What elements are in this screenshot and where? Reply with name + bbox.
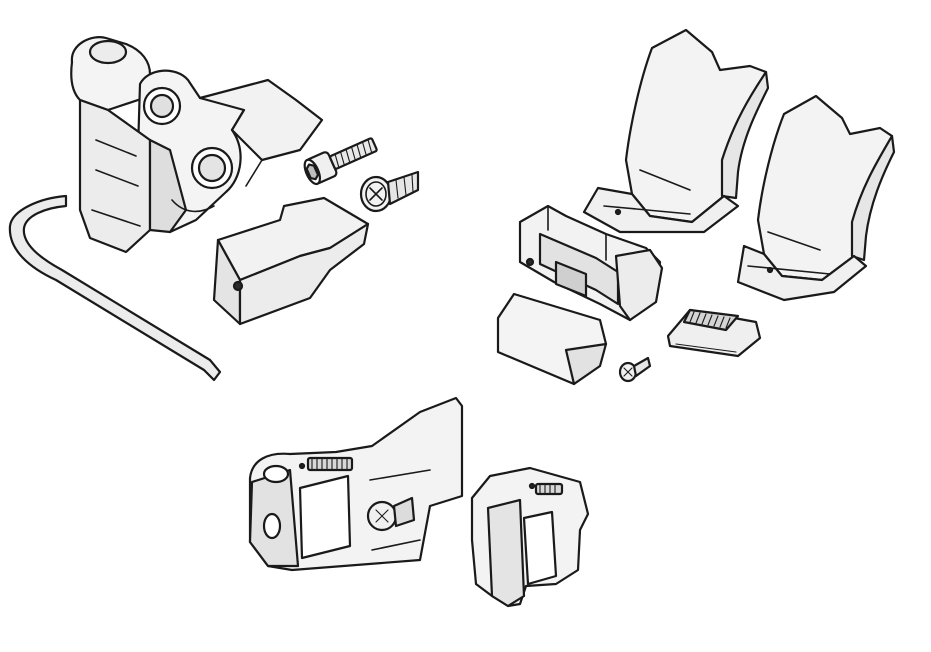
hex-socket-screw-icon <box>303 137 378 186</box>
ratchet-clip-icon <box>666 308 762 358</box>
strap-cradle-icon <box>582 28 770 234</box>
bracket-cap-icon <box>212 196 370 326</box>
hinge-bracket-icon <box>70 36 324 254</box>
hex-key-icon <box>8 194 222 382</box>
small-screw-icon <box>618 356 652 383</box>
ratchet-lever-icon <box>248 396 464 572</box>
lever-clip-icon <box>470 466 590 608</box>
phillips-screw-icon <box>359 170 420 213</box>
buckle-housing-icon <box>518 204 664 322</box>
strap-cradle-icon <box>736 94 896 302</box>
buckle-cover-icon <box>496 292 608 386</box>
